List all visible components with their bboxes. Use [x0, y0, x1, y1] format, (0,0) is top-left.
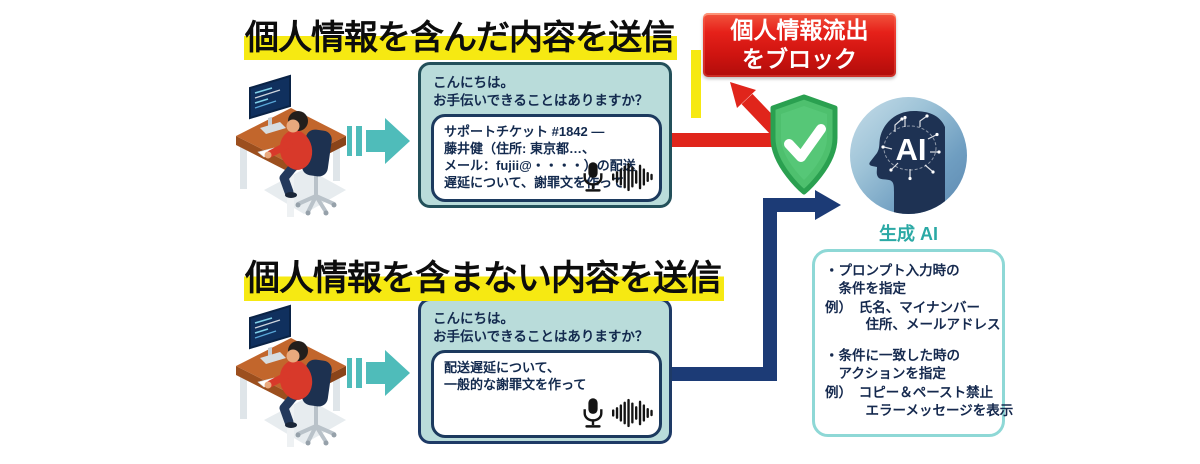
- ai-head-graphic: AI: [869, 111, 945, 214]
- shield-check-icon: [770, 94, 838, 195]
- block-badge-line1: 個人情報流出: [730, 16, 869, 43]
- greeting-line: こんにちは。: [433, 311, 514, 326]
- conditions-panel: ・プロンプト入力時の 条件を指定 例） 氏名、マイナンバー 住所、メールアドレス…: [812, 249, 1014, 437]
- prompt-line: 藤井健（住所: 東京都…、: [444, 140, 595, 156]
- greeting-line: こんにちは。: [433, 75, 514, 90]
- flow1-title-text: 個人情報を含んだ内容を送信: [244, 19, 677, 60]
- greeting-line: お手伝いできることはありますか？: [433, 329, 649, 345]
- panel-line: 条件を指定: [825, 280, 906, 296]
- ai-brain-icon: AI: [850, 97, 967, 214]
- voice-input-icons: [581, 396, 654, 430]
- panel-line: 例） コピー＆ペースト禁止: [825, 384, 994, 400]
- prompt-line: メール：fujii@・・・・）の配送: [444, 157, 636, 173]
- flow1-title: 個人情報を含んだ内容を送信: [244, 10, 677, 60]
- greeting-line: お手伝いできることはありますか？: [433, 93, 649, 109]
- highlight-tail: [691, 50, 701, 118]
- ai-caption: 生成 AI: [878, 224, 938, 244]
- flow-arrow-icon-2: [347, 350, 410, 396]
- prompt-box-1: サポートチケット #1842 — 藤井健（住所: 東京都…、 メール：fujii…: [431, 114, 662, 202]
- flow-arrow-icon-1: [347, 118, 410, 164]
- waveform-icon: [612, 162, 653, 192]
- prompt-line: 配送遅延について、: [444, 360, 560, 375]
- prompt-line: 遅延について、謝罪文を作って: [444, 174, 625, 190]
- panel-line: ・条件に一致した時の: [825, 348, 960, 364]
- prompt-line: 一般的な謝罪文を作って: [444, 376, 587, 392]
- block-badge-line2: をブロック: [742, 46, 857, 72]
- worker-at-desk-illustration-2: [236, 304, 346, 447]
- chat-bubble-1: こんにちは。 お手伝いできることはありますか？ サポートチケット #1842 —…: [418, 62, 672, 208]
- waveform-icon: [612, 398, 653, 428]
- allowed-arrow-icon: [672, 190, 841, 381]
- panel-line: ・プロンプト入力時の: [825, 263, 960, 278]
- panel-line: 住所、メールアドレス: [825, 317, 1001, 333]
- flow2-title: 個人情報を含まない内容を送信: [244, 250, 725, 301]
- prompt-box-2: 配送遅延について、 一般的な謝罪文を作って: [431, 350, 662, 438]
- voice-input-icons: [581, 160, 654, 194]
- panel-line: 例） 氏名、マイナンバー: [825, 299, 980, 315]
- chat-bubble-2: こんにちは。 お手伝いできることはありますか？ 配送遅延について、 一般的な謝罪…: [418, 298, 672, 444]
- ai-label: AI: [896, 132, 927, 167]
- prompt-line: サポートチケット #1842 —: [444, 124, 605, 139]
- microphone-icon: [583, 162, 603, 192]
- microphone-icon: [583, 398, 603, 428]
- flow2-title-text: 個人情報を含まない内容を送信: [244, 259, 725, 301]
- block-badge: 個人情報流出 をブロック: [703, 13, 896, 77]
- panel-line: アクションを指定: [825, 366, 946, 382]
- worker-at-desk-illustration-1: [236, 74, 346, 217]
- panel-line: エラーメッセージを表示: [825, 402, 1014, 418]
